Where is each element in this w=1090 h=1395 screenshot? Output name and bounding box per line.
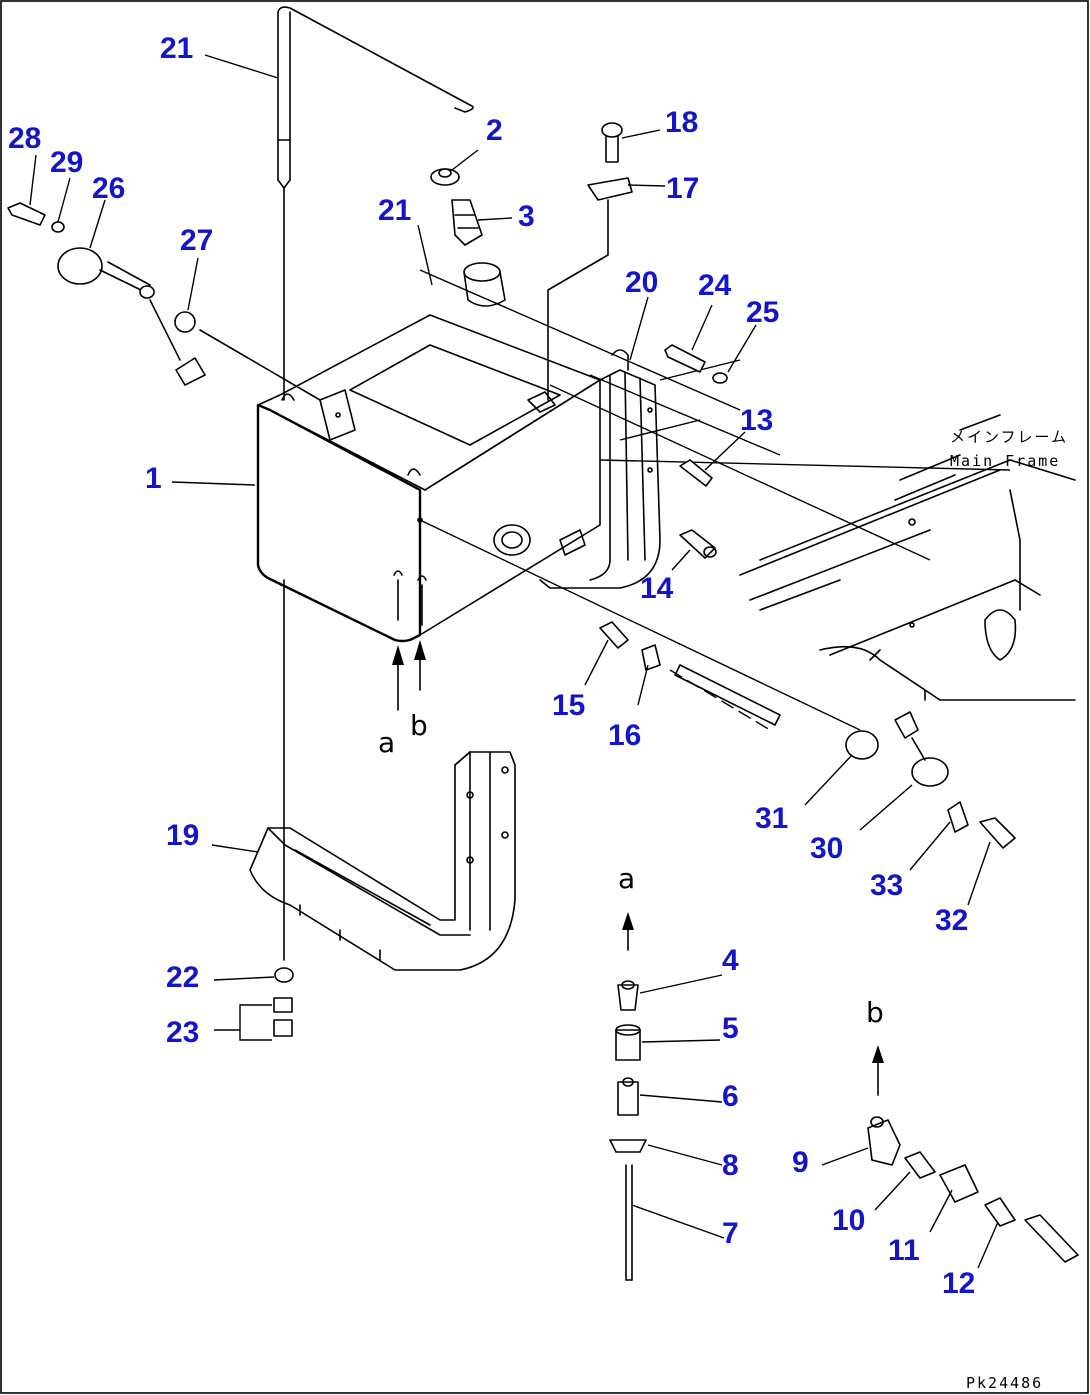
drawing-code: Pk24486 [966,1374,1043,1392]
tank-bracket-20 [539,349,661,589]
main-frame-label: メインフレーム Main Frame [950,428,1068,470]
detail-letter-a: a [618,862,635,895]
main-frame-label-en: Main Frame [950,452,1060,470]
callout-32: 32 [935,904,968,937]
callout-4: 4 [722,944,739,977]
view-arrows [392,640,426,711]
callout-23: 23 [166,1016,199,1049]
callout-24: 24 [698,269,732,302]
fuel-tank [256,262,601,643]
callout-21-top: 21 [160,32,193,65]
callout-2: 2 [486,114,503,147]
callout-29: 29 [50,146,83,179]
detail-a-parts [609,912,647,1281]
callout-9: 9 [792,1146,809,1179]
callout-numbers: 21 2 18 28 29 26 21 3 17 27 20 24 25 13 … [8,32,975,1300]
callout-31: 31 [755,802,788,835]
callout-30: 30 [810,832,843,865]
callout-16: 16 [608,719,641,752]
callout-22: 22 [166,961,199,994]
callout-19: 19 [166,819,199,852]
callout-33: 33 [870,869,903,902]
callout-28: 28 [8,122,41,155]
callout-13: 13 [740,404,773,437]
detail-letter-b: b [866,996,884,1029]
callout-5: 5 [722,1012,739,1045]
view-letter-b: b [410,709,428,742]
callout-14: 14 [640,572,674,605]
tank-bracket-19 [249,751,516,971]
detail-b-parts [867,1045,1079,1263]
callout-1: 1 [145,462,162,495]
reference-lines [419,269,1011,731]
strap-rod [277,6,474,961]
leader-lines [29,54,999,1269]
view-letter-a: a [378,726,395,759]
callout-11: 11 [888,1234,920,1267]
callout-10: 10 [832,1204,865,1237]
view-letters: a b a b [378,709,884,1029]
callout-27: 27 [180,224,213,257]
callout-17: 17 [666,172,699,205]
callout-20: 20 [625,266,658,299]
callout-18: 18 [665,106,698,139]
main-frame-label-jp: メインフレーム [950,428,1068,446]
callout-25: 25 [746,296,779,329]
callout-15: 15 [552,689,585,722]
small-parts [7,122,1016,1037]
callout-3: 3 [518,200,535,233]
callout-21-mid: 21 [378,194,411,227]
callout-7: 7 [722,1217,739,1250]
callout-8: 8 [722,1149,739,1182]
callout-26: 26 [92,172,125,205]
callout-6: 6 [722,1080,739,1113]
callout-12: 12 [942,1267,975,1300]
main-frame-outline [739,414,1076,701]
